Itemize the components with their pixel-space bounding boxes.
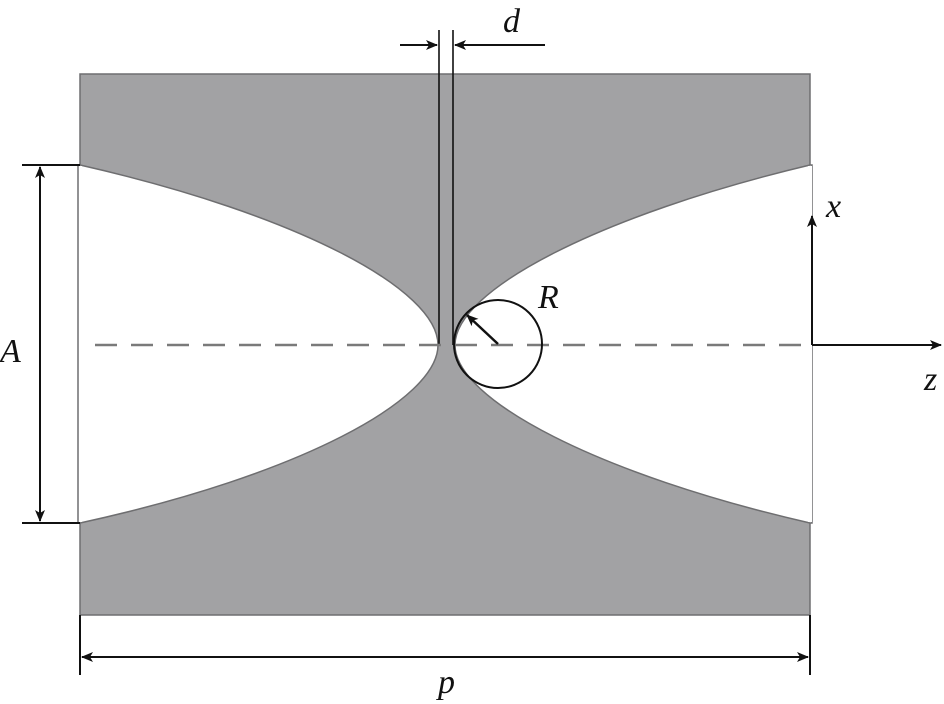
radius-arrow <box>466 314 499 345</box>
label-d: d <box>503 3 521 40</box>
radius-circle <box>453 299 543 389</box>
label-z: z <box>923 361 937 398</box>
label-p: p <box>436 664 455 701</box>
label-x: x <box>825 188 841 225</box>
label-A: A <box>0 333 21 370</box>
label-R: R <box>537 279 559 316</box>
